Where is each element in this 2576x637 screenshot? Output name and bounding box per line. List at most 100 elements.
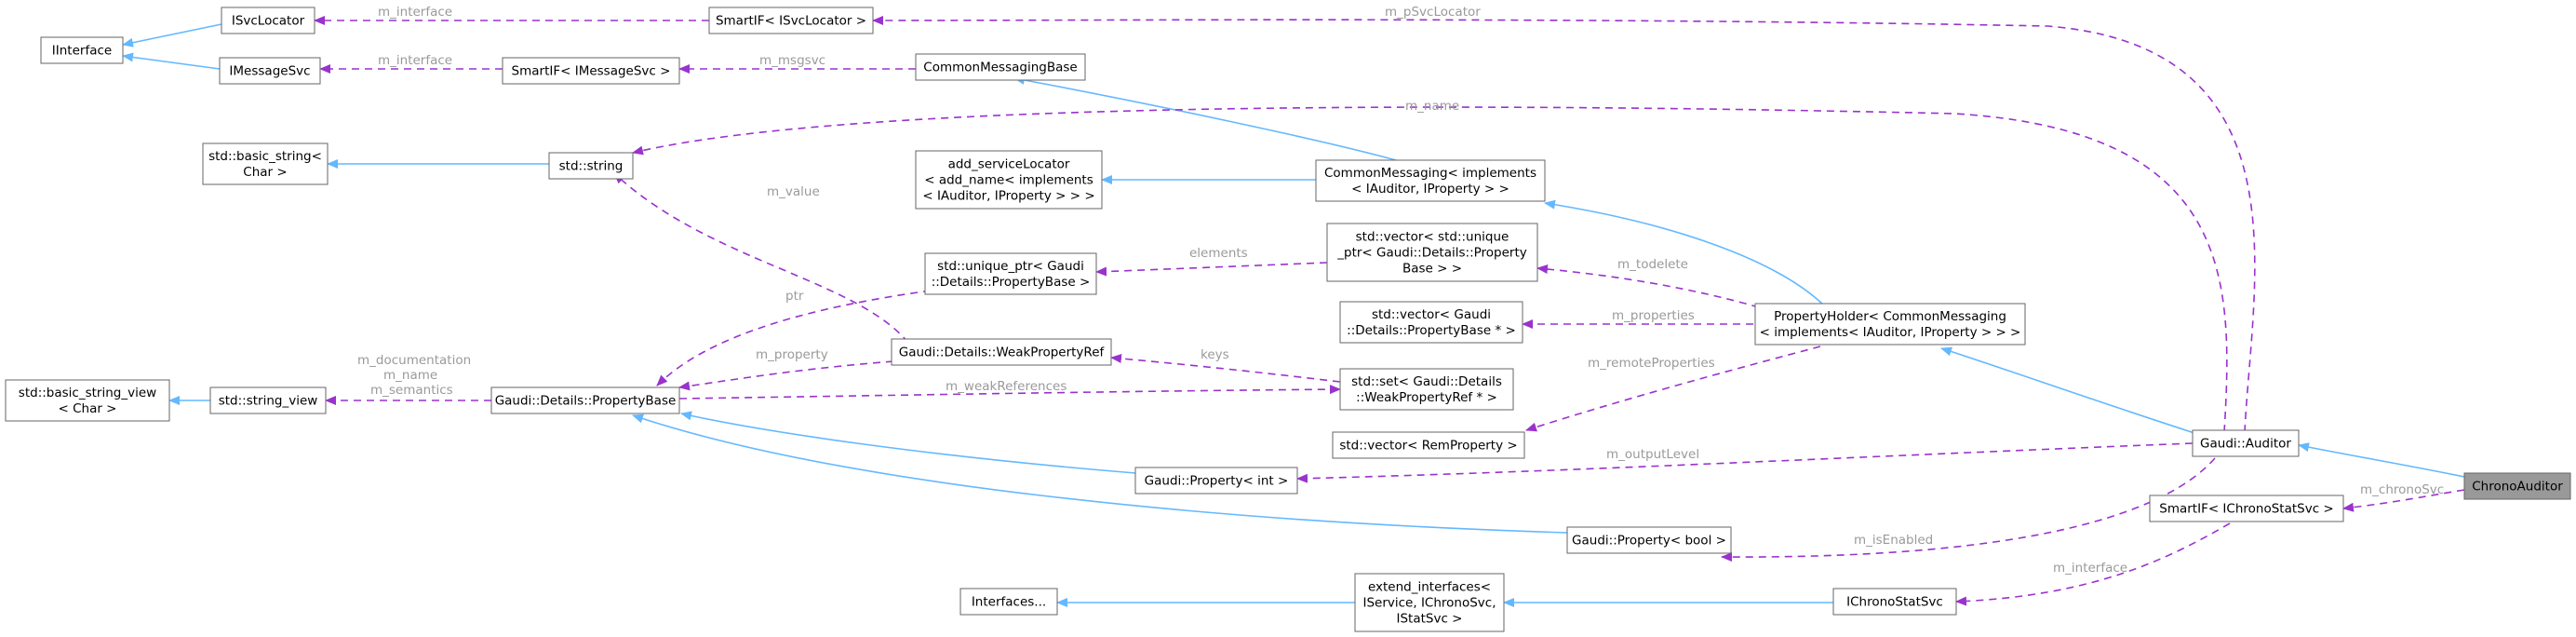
class-node-label: ::Details::PropertyBase > xyxy=(932,275,1091,290)
class-node-box xyxy=(202,142,329,185)
class-node-label: ChronoAuditor xyxy=(2472,480,2563,495)
class-node-vector-propbase[interactable]: std::vector< Gaudi::Details::PropertyBas… xyxy=(1339,301,1523,344)
edge-propertyholder-to-commonmessaging xyxy=(1544,199,1825,306)
edge-label-m-psvclocator: m_pSvcLocator xyxy=(1385,5,1481,20)
edge-label-m-documentation: m_documentation xyxy=(357,353,471,368)
class-node-unique-ptr[interactable]: std::unique_ptr< Gaudi::Details::Propert… xyxy=(924,252,1097,295)
class-node-commonmessagingbase[interactable]: CommonMessagingBase xyxy=(915,53,1086,81)
class-node-box xyxy=(891,338,1112,366)
edge-label-m-msgsvc: m_msgsvc xyxy=(759,53,825,68)
class-node-label: CommonMessagingBase xyxy=(923,61,1077,75)
class-node-imessagesvc[interactable]: IMessageSvc xyxy=(219,57,321,85)
class-node-label: Gaudi::Property< int > xyxy=(1145,474,1289,489)
class-node-label: std::vector< std::unique xyxy=(1356,230,1509,245)
class-node-propertybase[interactable]: Gaudi::Details::PropertyBase xyxy=(490,386,680,414)
class-node-box xyxy=(708,7,874,34)
class-node-vector-remproperty[interactable]: std::vector< RemProperty > xyxy=(1332,431,1525,459)
class-node-commonmessaging[interactable]: CommonMessaging< implements< IAuditor, I… xyxy=(1315,159,1546,202)
class-node-vector-unique[interactable]: std::vector< std::unique_ptr< Gaudi::Det… xyxy=(1326,223,1538,282)
class-node-box xyxy=(1134,467,1298,495)
edge-auditor-to-smartif-svclocator xyxy=(872,15,2256,433)
class-node-isvclocator[interactable]: ISvcLocator xyxy=(221,7,315,34)
class-node-label: IChronoStatSvc xyxy=(1846,595,1943,610)
class-node-ichronostatsvc[interactable]: IChronoStatSvc xyxy=(1832,588,1957,616)
edge-label-m-value: m_value xyxy=(767,184,820,199)
class-node-label: std::basic_string_view xyxy=(19,386,156,400)
edge-label-m-todelete: m_todelete xyxy=(1617,257,1688,272)
class-node-basic-string[interactable]: std::basic_string<Char > xyxy=(202,142,329,185)
class-node-label: Gaudi::Details::PropertyBase xyxy=(495,394,677,409)
edge-label-m-isenabled: m_isEnabled xyxy=(1854,533,1933,548)
class-node-extend-interfaces[interactable]: extend_interfaces<IService, IChronoSvc,I… xyxy=(1354,573,1505,632)
class-node-box xyxy=(915,150,1103,210)
edge-label-m-weakreferences: m_weakReferences xyxy=(946,379,1067,394)
edge-label-m-name-top: m_name xyxy=(1405,99,1459,114)
class-node-label: < add_name< implements xyxy=(924,173,1093,188)
class-node-box xyxy=(1754,303,2026,346)
edge-weakref-to-propertybase xyxy=(678,360,894,391)
class-node-smartif-imessagesvc[interactable]: SmartIF< IMessageSvc > xyxy=(502,57,680,85)
class-node-smartif-ichrono[interactable]: SmartIF< IChronoStatSvc > xyxy=(2149,495,2344,522)
class-node-std-string[interactable]: std::string xyxy=(548,152,634,180)
edge-label-m-remoteproperties: m_remoteProperties xyxy=(1588,356,1715,371)
class-node-label: ::Details::PropertyBase * > xyxy=(1347,323,1516,338)
class-node-property-int[interactable]: Gaudi::Property< int > xyxy=(1134,467,1298,495)
class-node-string-view[interactable]: std::string_view xyxy=(209,386,327,414)
class-node-set-weak[interactable]: std::set< Gaudi::Details::WeakPropertyRe… xyxy=(1339,368,1514,411)
class-node-label: PropertyHolder< CommonMessaging xyxy=(1774,309,2006,324)
class-node-label: CommonMessaging< implements xyxy=(1324,166,1536,181)
class-node-label: SmartIF< IMessageSvc > xyxy=(512,64,671,79)
class-node-label: ISvcLocator xyxy=(232,14,305,29)
edge-label-m-property: m_property xyxy=(756,347,828,362)
edge-uniqueptr-to-propertybase xyxy=(656,290,932,386)
class-node-label: IStatSvc > xyxy=(1397,612,1463,627)
class-node-label: < IAuditor, IProperty > > xyxy=(1351,182,1509,197)
edge-label-m-chronosvc: m_chronoSvc xyxy=(2360,482,2444,497)
class-node-label: < Char > xyxy=(58,401,116,416)
edge-label-m-outputlevel: m_outputLevel xyxy=(1606,447,1699,462)
edge-imessagesvc-to-iinterface xyxy=(122,52,221,70)
class-node-add-servicelocator[interactable]: add_serviceLocator< add_name< implements… xyxy=(915,150,1103,210)
class-node-label: < implements< IAuditor, IProperty > > > xyxy=(1760,325,2021,340)
edge-labels: m_interface m_pSvcLocator m_interface m_… xyxy=(357,5,2444,576)
class-node-propertyholder[interactable]: PropertyHolder< CommonMessaging< impleme… xyxy=(1754,303,2026,346)
class-node-label: std::vector< RemProperty > xyxy=(1339,439,1517,454)
class-node-box xyxy=(1832,588,1957,616)
class-node-box xyxy=(502,57,680,85)
class-node-box xyxy=(209,386,327,414)
edge-propertyholder-to-vectorunique xyxy=(1536,264,1760,308)
class-node-box xyxy=(1315,159,1546,202)
class-node-smartif-isvclocator[interactable]: SmartIF< ISvcLocator > xyxy=(708,7,874,34)
edge-label-elements: elements xyxy=(1189,246,1248,261)
class-node-interfaces[interactable]: Interfaces... xyxy=(959,588,1058,616)
edges xyxy=(122,15,2465,607)
class-node-property-bool[interactable]: Gaudi::Property< bool > xyxy=(1566,526,1732,554)
class-node-box xyxy=(1566,526,1732,554)
class-node-box xyxy=(2192,429,2300,457)
class-node-label: std::string xyxy=(559,159,624,174)
class-node-label: < IAuditor, IProperty > > > xyxy=(922,189,1094,204)
class-node-weakpropertyref[interactable]: Gaudi::Details::WeakPropertyRef xyxy=(891,338,1112,366)
class-node-iinterface[interactable]: IInterface xyxy=(40,36,124,64)
class-node-auditor[interactable]: Gaudi::Auditor xyxy=(2192,429,2300,457)
class-node-basic-string-view[interactable]: std::basic_string_view< Char > xyxy=(5,379,170,422)
edge-propertybase-to-setweak xyxy=(678,385,1341,400)
class-node-label: IInterface xyxy=(52,44,112,59)
edge-chronoauditor-to-auditor xyxy=(2298,442,2465,478)
class-node-chronoauditor[interactable]: ChronoAuditor xyxy=(2463,472,2571,500)
class-node-label: std::basic_string< xyxy=(208,149,322,164)
edge-auditor-to-propertyholder xyxy=(1940,346,2195,434)
class-node-label: SmartIF< IChronoStatSvc > xyxy=(2159,502,2334,517)
class-node-box xyxy=(1354,573,1505,632)
edge-chronoauditor-to-smartif-ichrono xyxy=(2342,489,2465,512)
class-node-box xyxy=(924,252,1097,295)
class-node-box xyxy=(490,386,680,414)
class-node-box xyxy=(915,53,1086,81)
class-node-box xyxy=(5,379,170,422)
edge-label-m-properties: m_properties xyxy=(1612,308,1695,323)
class-node-label: IService, IChronoSvc, xyxy=(1362,596,1496,611)
edge-label-m-name: m_name xyxy=(383,368,437,383)
edge-propertyint-to-propertybase xyxy=(680,411,1136,474)
class-node-label: Char > xyxy=(243,165,287,180)
